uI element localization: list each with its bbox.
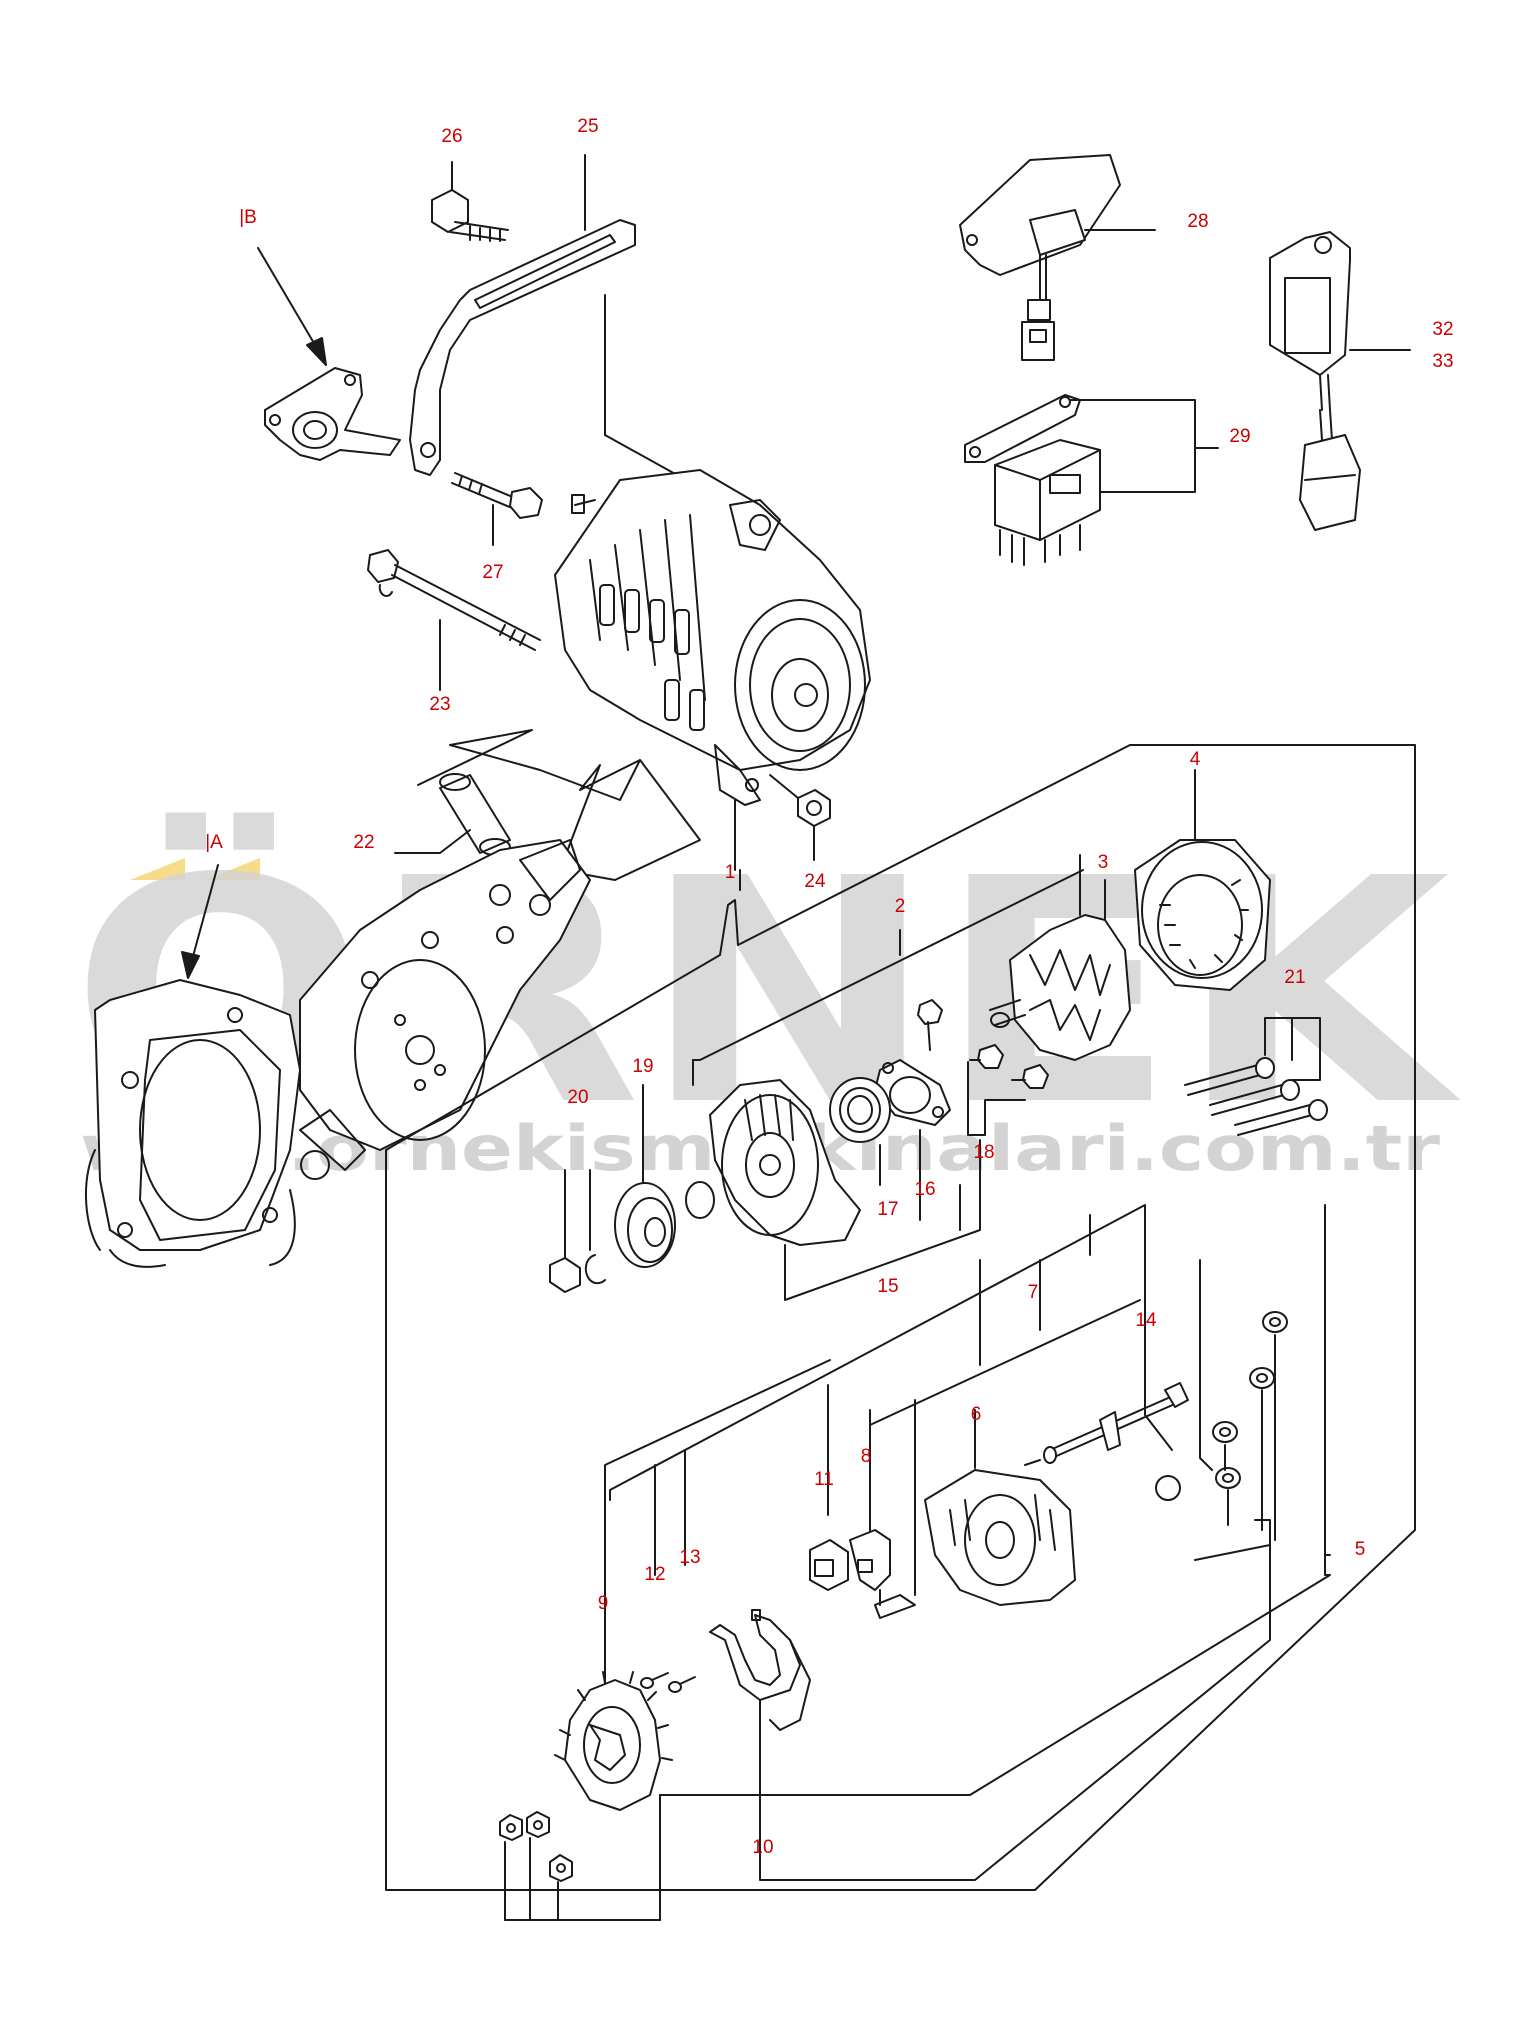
bushings-icon xyxy=(1155,1311,1288,1541)
bolt-26-icon xyxy=(431,161,509,242)
leader-2 xyxy=(692,869,1084,1086)
alternator-1-icon xyxy=(554,469,871,891)
label-20: 20 xyxy=(567,1087,589,1108)
label-3: 3 xyxy=(1097,852,1109,873)
front-housing-15-icon xyxy=(692,1059,981,1301)
lower-frame-7-14 xyxy=(609,1204,1213,1501)
screws-18-icon xyxy=(917,999,1049,1136)
label-32: 32 xyxy=(1432,319,1454,340)
label-29: 29 xyxy=(1229,426,1251,447)
label-22: 22 xyxy=(353,832,375,853)
label-23: 23 xyxy=(429,694,451,715)
arrow-b-icon xyxy=(257,247,327,366)
label-a: |A xyxy=(205,832,223,853)
label-13: 13 xyxy=(679,1547,701,1568)
bearing-17-icon xyxy=(829,1077,891,1186)
frame-5 xyxy=(659,1204,1331,1796)
relay-box-29-icon xyxy=(964,394,1219,566)
label-10: 10 xyxy=(752,1837,774,1858)
label-27: 27 xyxy=(482,562,504,583)
pulley-19-icon xyxy=(614,1084,715,1268)
rectifier-9-icon xyxy=(554,1671,673,1811)
bracket-b-icon xyxy=(264,367,401,461)
rear-housing-6-icon xyxy=(924,1409,1076,1606)
assembly-frame xyxy=(385,744,1416,1891)
label-15: 15 xyxy=(877,1276,899,1297)
nut-20-icon xyxy=(549,1169,606,1293)
label-9: 9 xyxy=(597,1593,609,1614)
label-4: 4 xyxy=(1189,749,1201,770)
leader-8 xyxy=(869,1299,1141,1596)
screws-12-13-icon xyxy=(640,1672,696,1693)
label-1: 1 xyxy=(724,862,736,883)
rod-14-icon xyxy=(1024,1327,1189,1466)
nuts-lower-icon xyxy=(499,1794,661,1921)
label-b: |B xyxy=(239,207,257,228)
label-24: 24 xyxy=(804,871,826,892)
engine-bracket-a-icon xyxy=(85,839,591,1268)
regulator-10-icon xyxy=(709,1609,811,1786)
label-28: 28 xyxy=(1187,211,1209,232)
watermark-accent-right xyxy=(205,858,260,880)
bracket-25-icon xyxy=(409,154,741,511)
label-26: 26 xyxy=(441,126,463,147)
arrow-a-icon xyxy=(181,864,219,979)
nut-24-icon xyxy=(769,774,831,861)
label-5: 5 xyxy=(1354,1539,1366,1560)
label-8: 8 xyxy=(860,1446,872,1467)
brush-holder-8-icon xyxy=(849,1529,916,1619)
watermark-accent-left xyxy=(130,858,185,880)
label-21: 21 xyxy=(1284,967,1306,988)
label-6: 6 xyxy=(970,1404,982,1425)
stator-4-icon xyxy=(1134,769,1271,991)
rotor-3-icon xyxy=(989,854,1131,1061)
bolt-27-icon xyxy=(451,472,543,546)
label-12: 12 xyxy=(644,1564,666,1585)
label-2: 2 xyxy=(894,896,906,917)
label-25: 25 xyxy=(577,116,599,137)
module-32-33-icon xyxy=(1269,231,1411,531)
long-bolt-23-icon xyxy=(367,549,541,691)
label-17: 17 xyxy=(877,1199,899,1220)
label-7: 7 xyxy=(1027,1282,1039,1303)
label-33: 33 xyxy=(1432,351,1454,372)
sleeve-22-icon xyxy=(394,729,701,881)
label-11: 11 xyxy=(814,1469,834,1490)
leader-10 xyxy=(759,1519,1271,1881)
bearing-plate-16-icon xyxy=(874,1059,951,1221)
label-14: 14 xyxy=(1135,1310,1157,1331)
label-18: 18 xyxy=(973,1142,995,1163)
label-16: 16 xyxy=(914,1179,936,1200)
brush-11-icon xyxy=(809,1539,849,1591)
relay-28-icon xyxy=(959,154,1156,361)
bolts-21-icon xyxy=(1184,1017,1328,1136)
label-19: 19 xyxy=(632,1056,654,1077)
